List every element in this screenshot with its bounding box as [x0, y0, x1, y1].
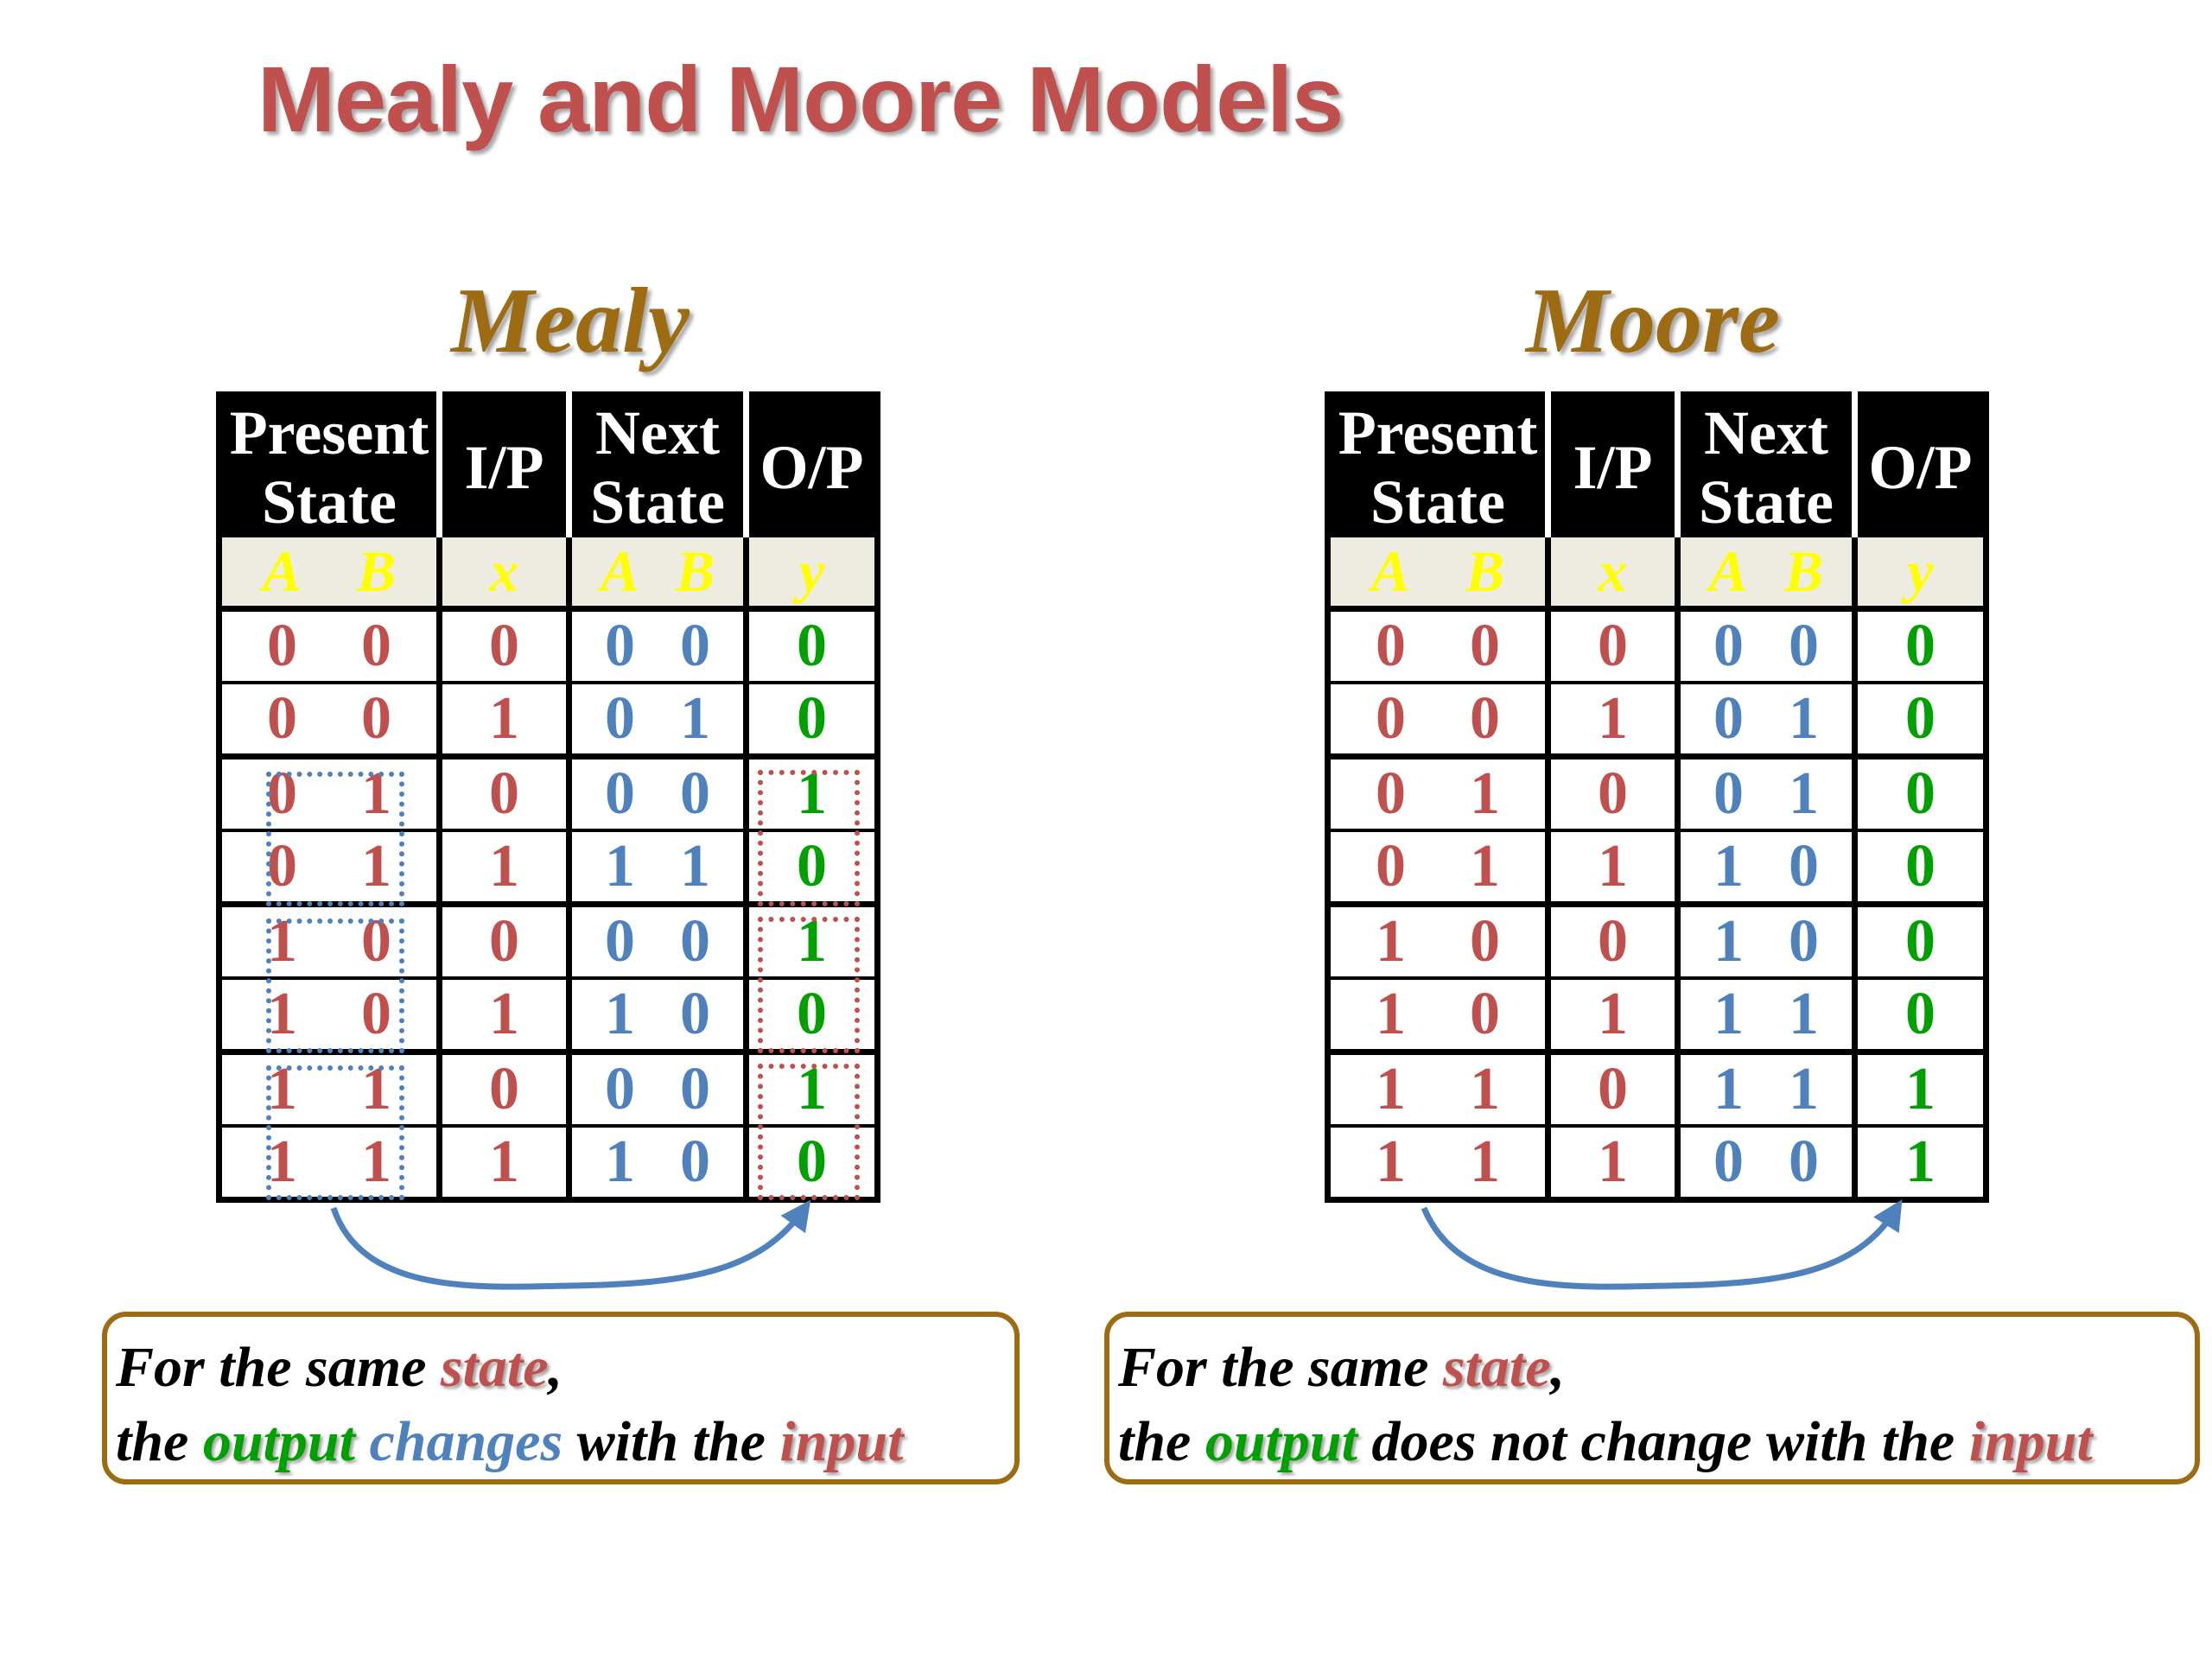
mealy-state-10-highlight: [266, 918, 404, 1053]
header-output: O/P: [1852, 394, 1986, 537]
input-cell: 0: [1545, 753, 1678, 830]
output-cell: 0: [743, 681, 878, 757]
output-cell: 1: [1852, 1049, 1986, 1126]
var-y: y: [1852, 537, 1986, 612]
page-title: Mealy and Moore Models: [257, 47, 1344, 151]
input-cell: 1: [1545, 976, 1678, 1052]
input-cell: 1: [436, 829, 569, 905]
header-output: O/P: [743, 394, 878, 537]
var-y: y: [743, 537, 878, 612]
output-cell: 1: [1852, 1124, 1986, 1200]
input-cell: 1: [436, 681, 569, 757]
output-cell: 0: [1852, 753, 1986, 830]
mealy-state-to-output-arrow: [330, 1199, 811, 1290]
input-cell: 1: [1545, 829, 1678, 905]
mealy-heading: Mealy: [451, 270, 690, 372]
mealy-output-10-highlight: [758, 917, 860, 1053]
moore-heading: Moore: [1526, 270, 1780, 372]
input-cell: 1: [436, 976, 569, 1052]
moore-note: For the same state, the output does not …: [1104, 1312, 2200, 1484]
input-cell: 1: [1545, 1124, 1678, 1200]
input-cell: 1: [1545, 681, 1678, 757]
mealy-state-01-highlight: [266, 772, 404, 906]
input-cell: 1: [436, 1124, 569, 1200]
moore-state-to-output-arrow: [1421, 1199, 1903, 1290]
mealy-note: For the same state, the output changes w…: [102, 1312, 1020, 1484]
input-cell: 0: [1545, 901, 1678, 978]
header-input: I/P: [436, 394, 569, 537]
output-cell: 0: [1852, 976, 1986, 1052]
output-cell: 0: [1852, 901, 1986, 978]
output-cell: 0: [743, 608, 878, 683]
var-x: x: [436, 537, 569, 612]
input-cell: 0: [436, 608, 569, 683]
input-cell: 0: [1545, 1049, 1678, 1126]
mealy-output-11-highlight: [758, 1064, 860, 1200]
input-cell: 0: [1545, 608, 1678, 683]
input-cell: 0: [436, 1049, 569, 1126]
var-x: x: [1545, 537, 1678, 612]
input-cell: 0: [436, 753, 569, 830]
mealy-state-11-highlight: [266, 1065, 404, 1200]
output-cell: 0: [1852, 681, 1986, 757]
header-input: I/P: [1545, 394, 1678, 537]
input-cell: 0: [436, 901, 569, 978]
mealy-output-01-highlight: [758, 770, 860, 906]
output-cell: 0: [1852, 829, 1986, 905]
output-cell: 0: [1852, 608, 1986, 683]
